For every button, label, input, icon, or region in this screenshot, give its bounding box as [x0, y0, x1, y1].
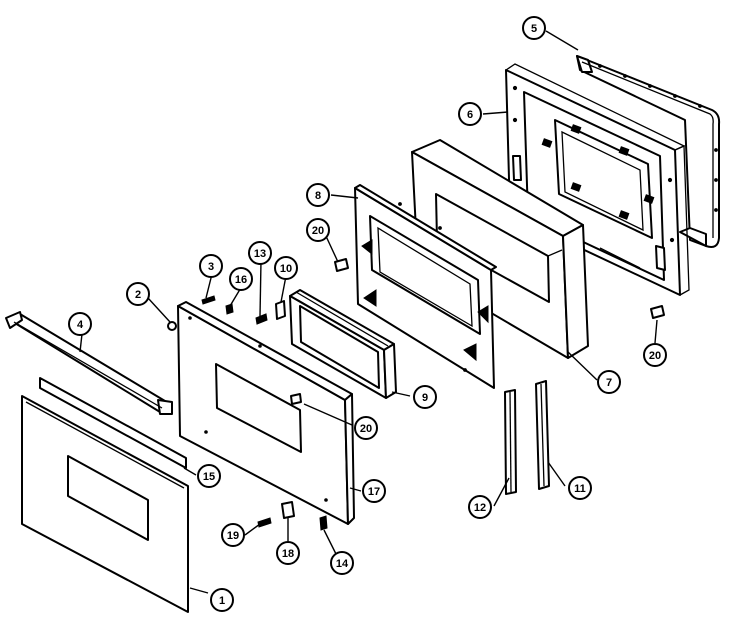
screw-3: [201, 295, 216, 305]
svg-text:14: 14: [336, 558, 349, 570]
callout-14: 14: [330, 551, 354, 575]
svg-text:1: 1: [219, 595, 225, 607]
callout-8: 8: [306, 183, 330, 207]
callout-5: 5: [522, 16, 546, 40]
door-gasket: [576, 55, 721, 248]
callout-18: 18: [276, 541, 300, 565]
bracket-10: [275, 300, 286, 320]
callout-12: 12: [468, 495, 492, 519]
callout-4: 4: [68, 312, 92, 336]
callout-19: 19: [221, 523, 245, 547]
svg-text:20: 20: [312, 225, 324, 237]
screw-2: [167, 321, 177, 331]
callout-20-middle: 20: [354, 416, 378, 440]
screw-13: [255, 313, 268, 325]
svg-text:15: 15: [203, 471, 215, 483]
outer-door-panel: [177, 301, 355, 525]
svg-text:3: 3: [208, 261, 214, 273]
screw-19: [257, 517, 272, 528]
callout-16: 16: [229, 267, 253, 291]
screw-14: [319, 515, 328, 531]
callout-1: 1: [210, 588, 234, 612]
callout-7: 7: [597, 370, 621, 394]
outer-door-glass: [21, 395, 189, 613]
callout-13: 13: [248, 241, 272, 265]
callout-17: 17: [362, 479, 386, 503]
svg-text:7: 7: [606, 377, 612, 389]
svg-text:12: 12: [474, 502, 486, 514]
svg-text:5: 5: [531, 23, 537, 35]
svg-text:2: 2: [135, 289, 141, 301]
inner-door-panel: [354, 184, 497, 389]
callout-2: 2: [126, 282, 150, 306]
door-handle: [5, 311, 173, 415]
door-clip-right: [650, 305, 665, 319]
svg-text:13: 13: [254, 248, 266, 260]
callout-6: 6: [458, 102, 482, 126]
callout-11: 11: [568, 476, 592, 500]
svg-text:20: 20: [649, 350, 661, 362]
inner-glass-pack: [289, 289, 397, 399]
insulation-box: [411, 139, 641, 359]
svg-text:4: 4: [77, 319, 84, 331]
callout-20-upper: 20: [306, 218, 330, 242]
svg-text:6: 6: [467, 109, 473, 121]
trim-strip: [39, 377, 187, 469]
inner-door-liner: [505, 63, 690, 296]
callout-20-right: 20: [643, 343, 667, 367]
callout-10: 10: [274, 256, 298, 280]
svg-text:10: 10: [280, 263, 292, 275]
svg-text:17: 17: [368, 486, 380, 498]
callout-9: 9: [413, 385, 437, 409]
svg-text:18: 18: [282, 548, 294, 560]
door-channel-12: [504, 389, 517, 495]
door-channel-11: [535, 380, 550, 490]
svg-text:11: 11: [574, 483, 586, 495]
callout-3: 3: [199, 254, 223, 278]
door-clip-upper: [334, 258, 349, 272]
callout-15: 15: [197, 464, 221, 488]
hinge-clip-18: [281, 501, 295, 519]
svg-text:9: 9: [422, 392, 428, 404]
svg-text:20: 20: [360, 423, 372, 435]
svg-text:16: 16: [235, 274, 247, 286]
svg-text:19: 19: [227, 530, 239, 542]
svg-text:8: 8: [315, 190, 321, 202]
